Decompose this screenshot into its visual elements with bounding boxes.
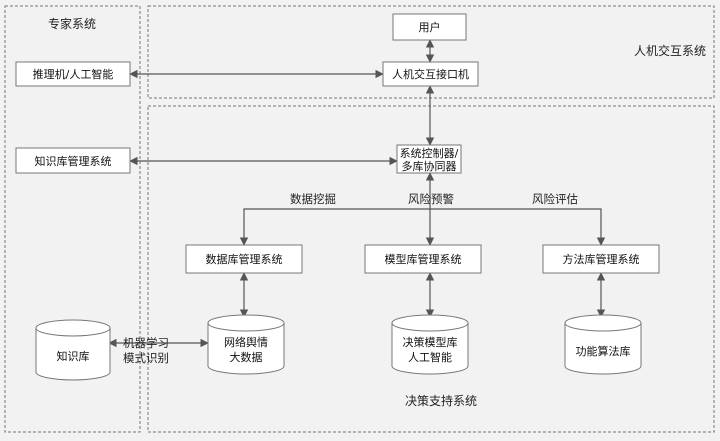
risk-evaluation-label: 风险评估 <box>532 192 578 206</box>
knowledge-base-cylinder: 知识库 <box>35 319 111 381</box>
bigdata-label-line1: 网络舆情 <box>224 335 268 349</box>
hci-system-title: 人机交互系统 <box>634 43 706 58</box>
knowledge-base-label: 知识库 <box>57 349 90 363</box>
pattern-recognition-label: 模式识别 <box>123 351 169 365</box>
db-management-label: 数据库管理系统 <box>206 252 283 266</box>
method-management-label: 方法库管理系统 <box>563 252 640 266</box>
method-management-box: 方法库管理系统 <box>542 244 660 274</box>
user-label: 用户 <box>419 20 441 34</box>
model-store-cylinder: 决策模型库 人工智能 <box>391 314 469 375</box>
model-management-box: 模型库管理系统 <box>364 244 482 274</box>
expert-system-title: 专家系统 <box>48 16 96 31</box>
kb-management-label: 知识库管理系统 <box>35 154 112 168</box>
risk-warning-label: 风险预警 <box>408 192 454 206</box>
system-controller-box: 系统控制器/ 多库协同器 <box>396 144 462 174</box>
controller-label-line1: 系统控制器/ <box>400 146 459 160</box>
algorithm-store-cylinder: 功能算法库 <box>564 314 642 375</box>
bigdata-label-line2: 大数据 <box>230 350 263 364</box>
algorithm-store-label: 功能算法库 <box>576 344 631 358</box>
inference-engine-label: 推理机/人工智能 <box>33 67 114 81</box>
hci-interface-label: 人机交互接口机 <box>392 67 469 81</box>
db-management-box: 数据库管理系统 <box>185 244 303 274</box>
model-management-label: 模型库管理系统 <box>385 252 462 266</box>
controller-branch-connector <box>239 208 606 246</box>
hci-interface-box: 人机交互接口机 <box>382 61 479 87</box>
connectors <box>108 39 606 348</box>
machine-learning-label: 机器学习 <box>123 336 169 350</box>
user-box: 用户 <box>392 13 467 41</box>
inference-engine-box: 推理机/人工智能 <box>15 61 131 87</box>
controller-label-line2: 多库协同器 <box>402 159 457 173</box>
model-store-label-line1: 决策模型库 <box>403 335 458 349</box>
kb-management-box: 知识库管理系统 <box>15 147 131 174</box>
bigdata-cylinder: 网络舆情 大数据 <box>207 314 285 375</box>
decision-support-title: 决策支持系统 <box>405 393 477 408</box>
model-store-label-line2: 人工智能 <box>408 350 452 364</box>
data-mining-label: 数据挖掘 <box>290 192 336 206</box>
